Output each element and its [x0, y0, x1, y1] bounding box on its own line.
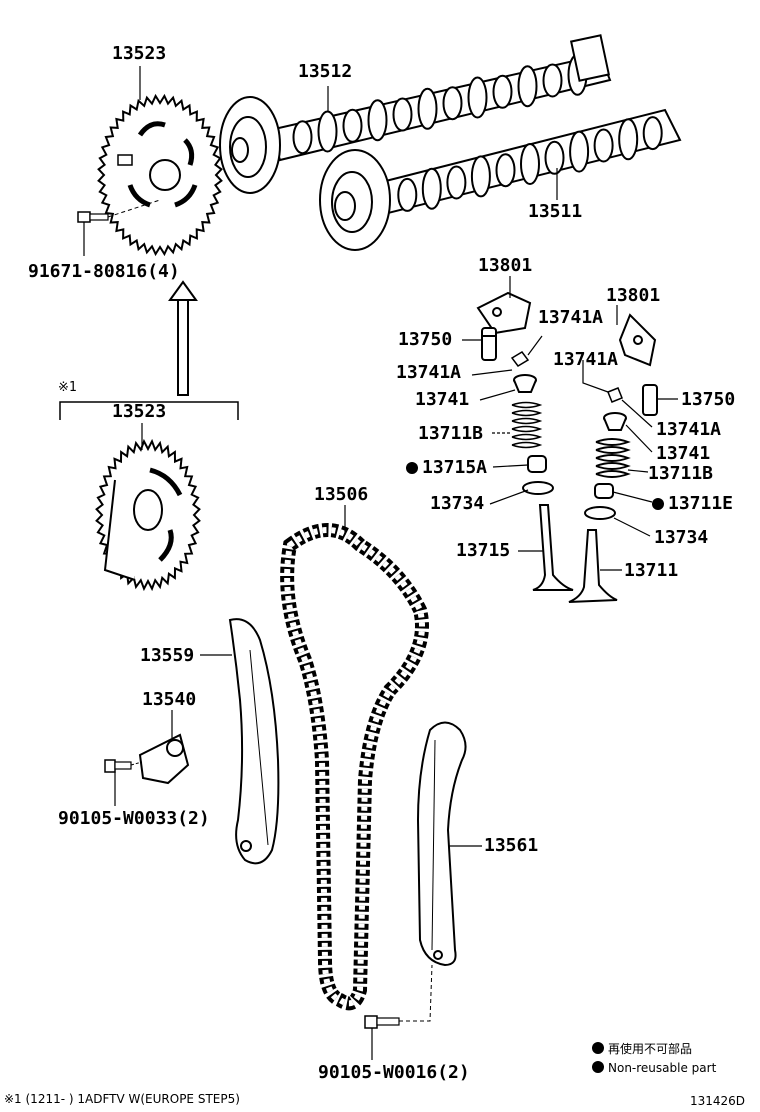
sprocket-13523-bottom: [95, 438, 201, 592]
keeper-13741A-left: [510, 351, 530, 367]
label-13801-left: 13801: [478, 255, 533, 276]
label-13559: 13559: [140, 645, 195, 666]
label-91671-80816: 91671-80816(4): [28, 261, 180, 282]
seal-13711E: [594, 483, 614, 499]
lash-adjuster-13750-left: [481, 327, 497, 361]
label-13741A-1: 13741A: [538, 307, 604, 328]
retainer-13741-left: [513, 374, 537, 393]
valve-13715: [532, 504, 574, 591]
label-13511: 13511: [528, 201, 583, 222]
valve-13711: [568, 529, 618, 603]
label-13711B-right: 13711B: [648, 463, 714, 484]
diagram-code: 131426D: [690, 1094, 746, 1108]
label-13715: 13715: [456, 540, 511, 561]
bolt-90105-w0016: [364, 964, 433, 1060]
retainer-13741-right: [603, 412, 627, 431]
legend-line-1: 再使用不可部品: [592, 1040, 692, 1057]
seal-13715A: [527, 455, 547, 473]
label-13561: 13561: [484, 835, 539, 856]
note-bracket: [59, 401, 239, 420]
washer-13734-right: [584, 506, 616, 520]
washer-13734-left: [522, 481, 554, 495]
label-13801-right: 13801: [606, 285, 661, 306]
note-mark: ※1: [58, 380, 77, 395]
footer-note: ※1 (1211- ) 1ADFTV W(EUROPE STEP5): [4, 1092, 240, 1106]
label-13750-left: 13750: [398, 329, 453, 350]
label-13711: 13711: [624, 560, 679, 581]
spring-13711B-right: [595, 438, 631, 478]
label-90105-w0033: 90105-W0033(2): [58, 808, 210, 829]
label-90105-w0016: 90105-W0016(2): [318, 1062, 470, 1083]
replacement-arrow: [168, 280, 198, 396]
label-13512: 13512: [298, 61, 353, 82]
bolt-90105-w0033: [104, 759, 143, 806]
keeper-13741A-right: [607, 387, 623, 403]
sprocket-13523-top: [97, 93, 223, 257]
label-13741A-2: 13741A: [396, 362, 462, 383]
label-13711E: 13711E: [652, 494, 733, 514]
label-13734-right: 13734: [654, 527, 709, 548]
lash-adjuster-13750-right: [642, 384, 658, 416]
label-13741A-4: 13741A: [656, 419, 722, 440]
chain-tensioner-arm-13559: [228, 618, 280, 865]
label-13715A: 13715A: [406, 458, 487, 478]
label-13523-bottom: 13523: [112, 401, 167, 422]
label-13741-left: 13741: [415, 389, 470, 410]
timing-chain-13506: [280, 523, 429, 1011]
chain-guide-13561: [416, 721, 467, 967]
bolt-91671: [77, 199, 161, 256]
label-13506: 13506: [314, 484, 369, 505]
label-13734-left: 13734: [430, 493, 485, 514]
camshaft-13511: [319, 108, 682, 251]
label-13540: 13540: [142, 689, 197, 710]
chain-tensioner-13540: [138, 733, 190, 785]
label-13711B-left: 13711B: [418, 423, 484, 444]
legend-line-2: Non-reusable part: [592, 1061, 716, 1075]
spring-13711B-left: [511, 401, 543, 449]
label-13750-right: 13750: [681, 389, 736, 410]
label-13741-right: 13741: [656, 443, 711, 464]
label-13741A-3: 13741A: [553, 349, 619, 370]
rocker-arm-13801-right: [618, 313, 657, 367]
label-13523-top: 13523: [112, 43, 167, 64]
camshaft-13512: [219, 34, 612, 194]
